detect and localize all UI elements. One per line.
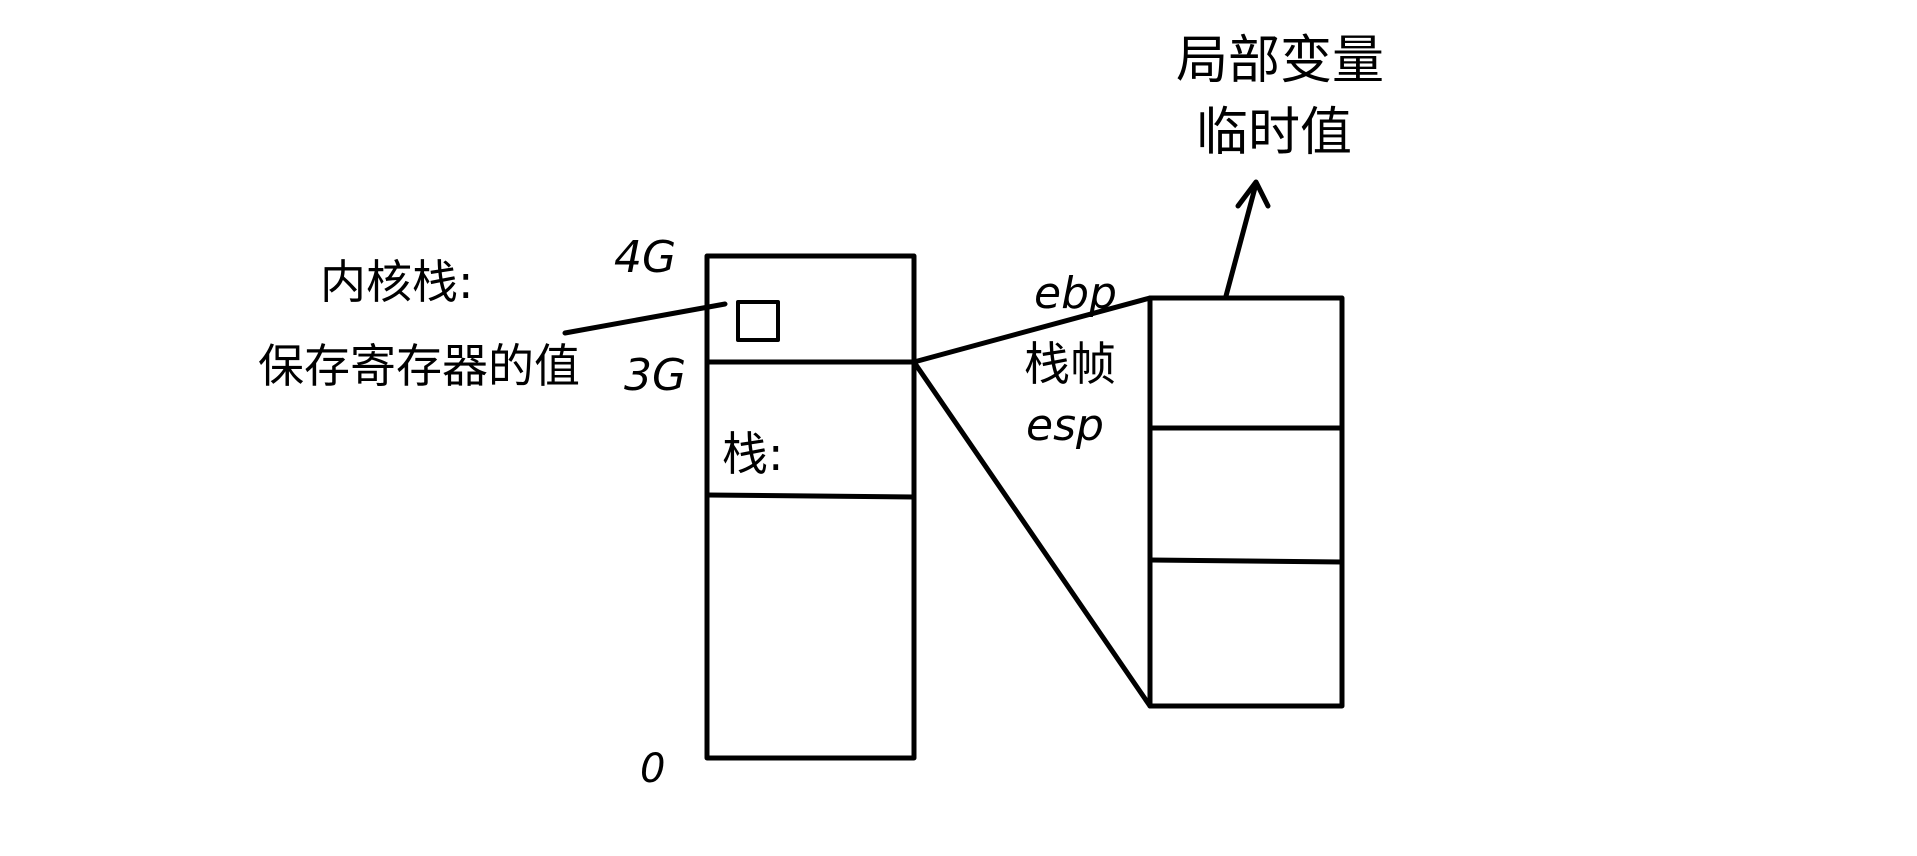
ebp-label: ebp bbox=[1034, 268, 1117, 319]
stack-label: 栈: bbox=[722, 427, 784, 481]
stack-frame-divider-2 bbox=[1147, 557, 1345, 565]
stack-bottom-line bbox=[704, 492, 917, 500]
frame-contents-line1: 局部变量 bbox=[1176, 31, 1384, 91]
label-4g: 4G bbox=[614, 232, 676, 283]
contents-arrow-line bbox=[1223, 181, 1259, 299]
kernel-stack-pointer-line bbox=[562, 301, 728, 336]
stack-frame-label: 栈帧 bbox=[1024, 337, 1116, 391]
expand-line-bottom bbox=[911, 359, 1153, 709]
stack-frame-outline bbox=[1147, 295, 1345, 709]
kernel-stack-description: 保存寄存器的值 bbox=[258, 339, 580, 393]
frame-contents-line2: 临时值 bbox=[1196, 103, 1352, 163]
esp-label: esp bbox=[1026, 400, 1104, 451]
stack-frame-box bbox=[1147, 295, 1345, 709]
address-space-column bbox=[704, 253, 917, 761]
kernel-stack-title: 内核栈: bbox=[320, 255, 474, 309]
kernel-stack-box bbox=[736, 300, 780, 342]
address-space-outline bbox=[704, 253, 917, 761]
label-3g: 3G bbox=[624, 350, 686, 401]
label-0: 0 bbox=[640, 746, 665, 792]
expand-line-top bbox=[911, 295, 1153, 365]
contents-arrow-head bbox=[1235, 179, 1271, 209]
